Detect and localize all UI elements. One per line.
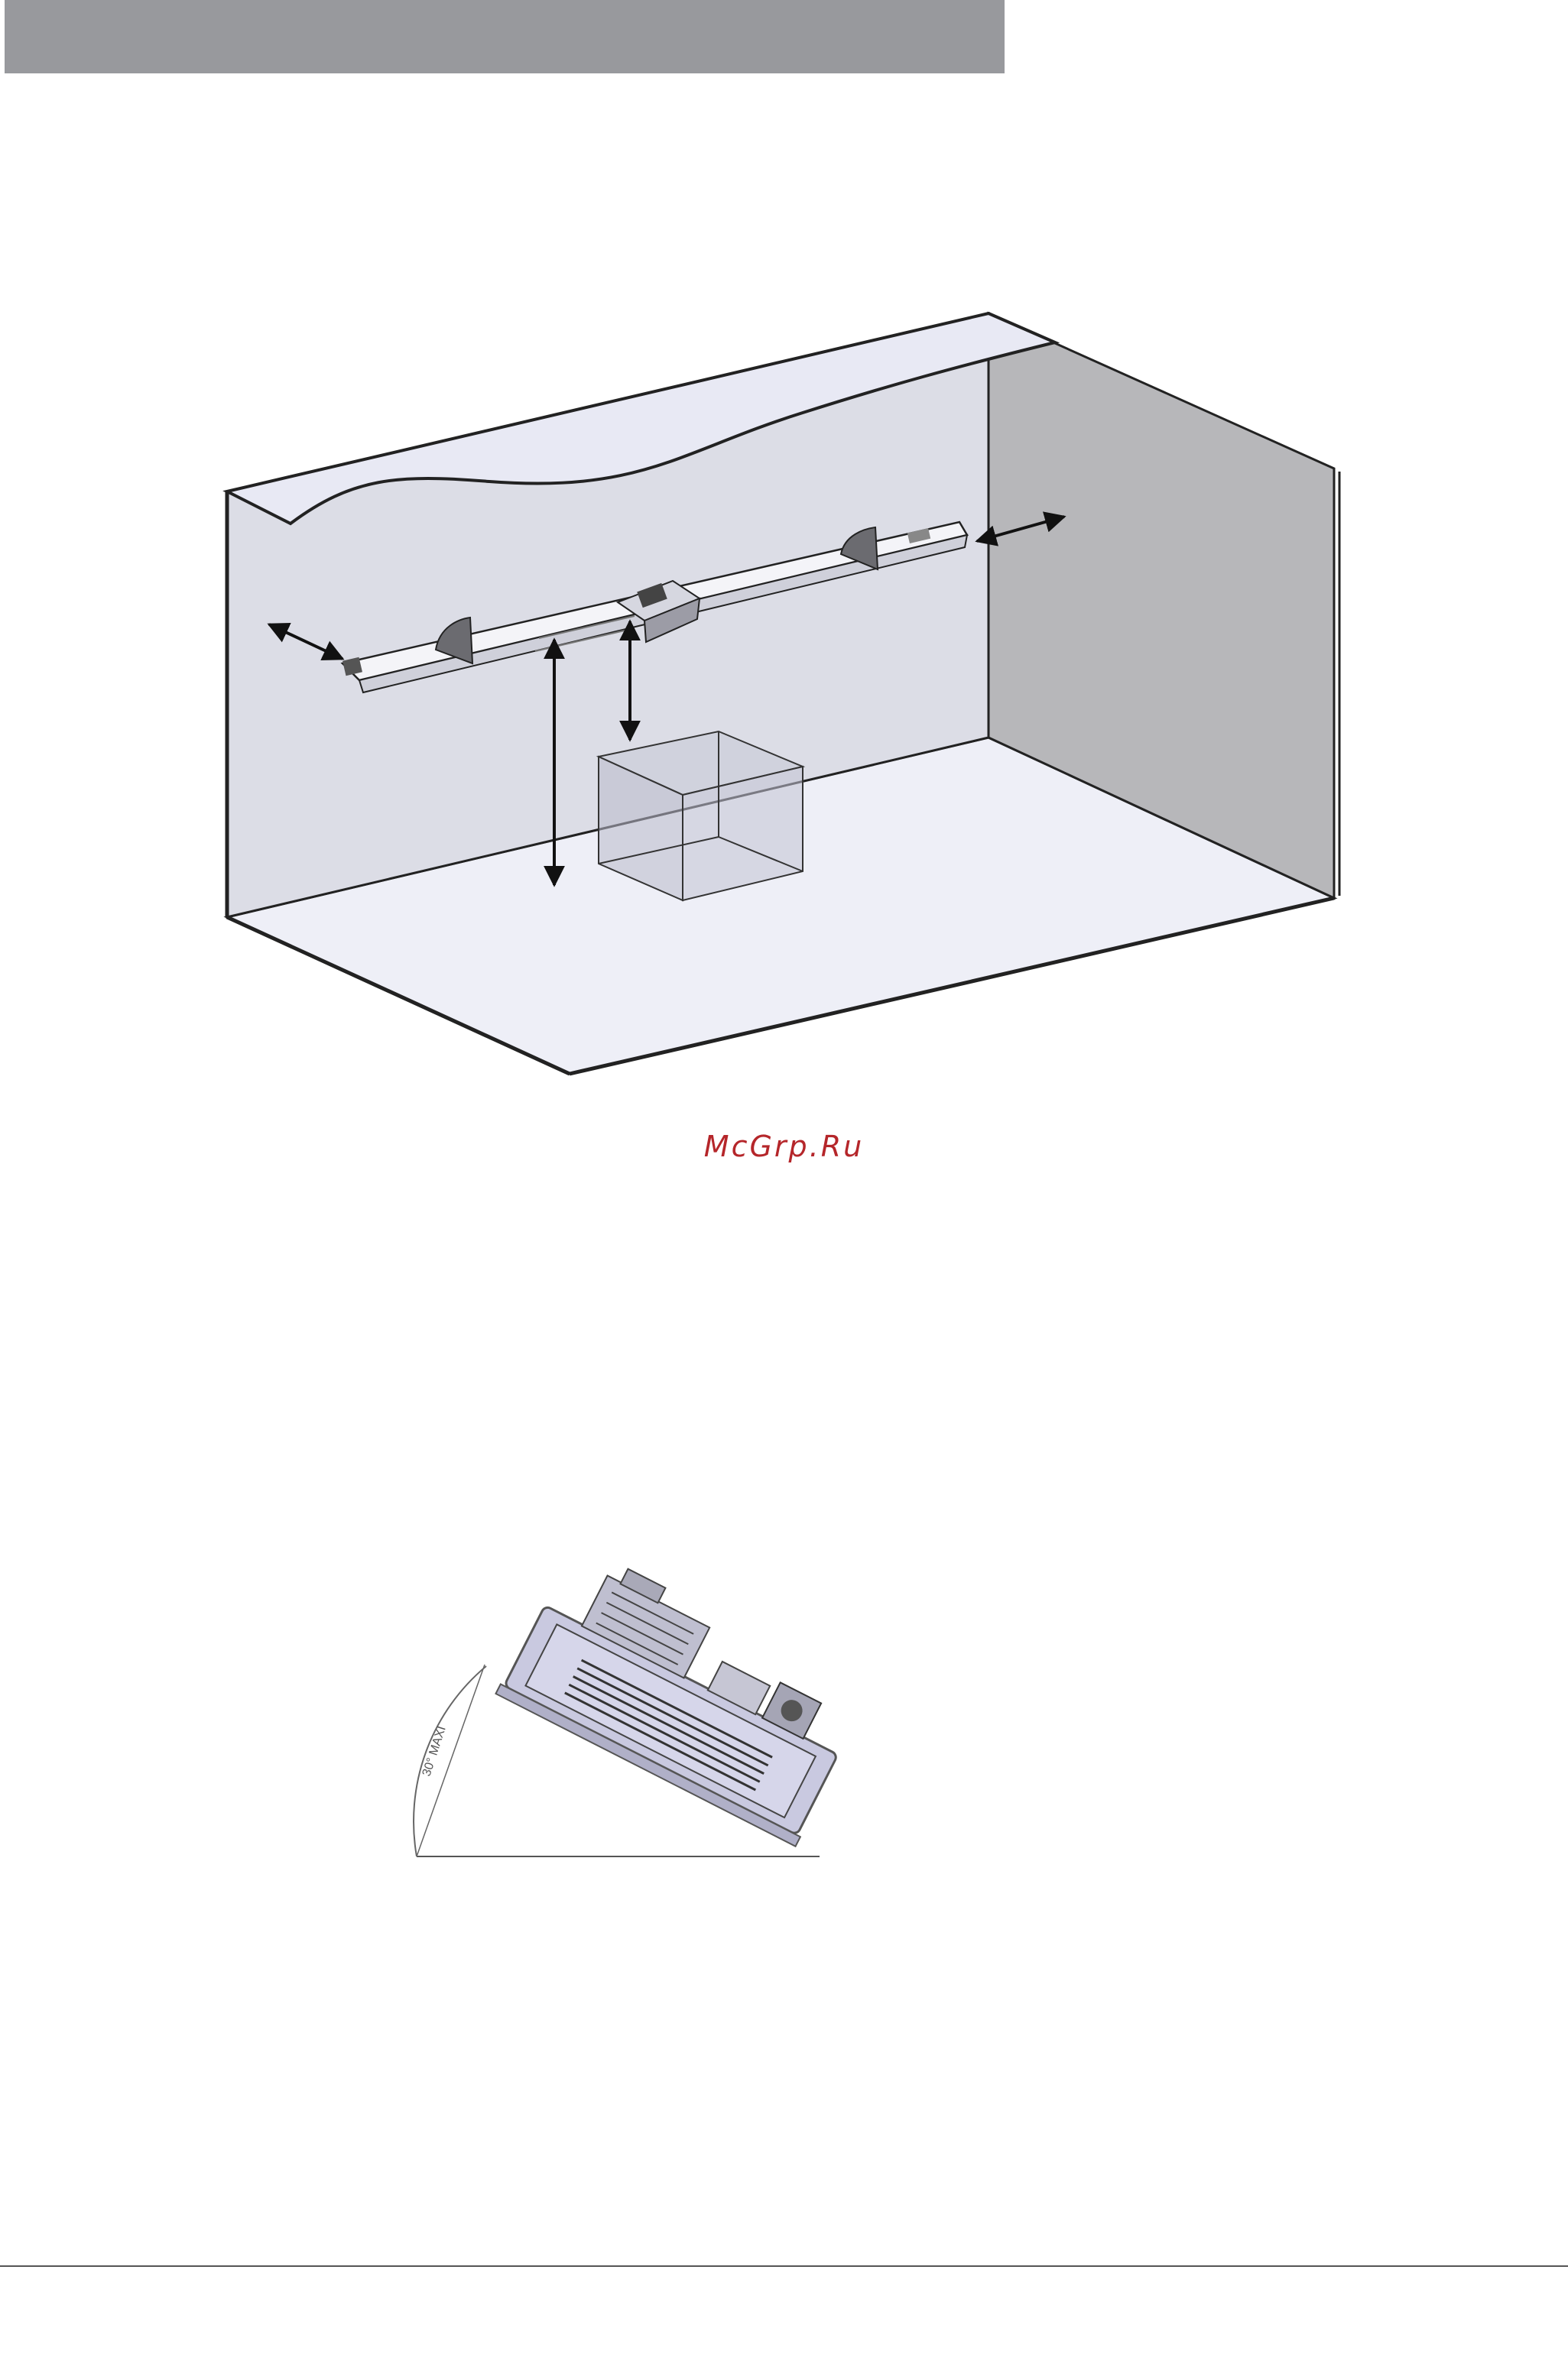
tilted-heater-diagram: 30° MAXI [398, 1536, 902, 1888]
header-bar [5, 0, 1005, 73]
watermark: McGrp.Ru [0, 1130, 1568, 1163]
angle-label: 30° MAXI [420, 1725, 449, 1779]
room-install-diagram [0, 290, 1568, 1101]
tilted-heater-body [495, 1541, 873, 1846]
floor-object-cube [599, 731, 803, 900]
footer-rule [0, 2265, 1568, 2267]
